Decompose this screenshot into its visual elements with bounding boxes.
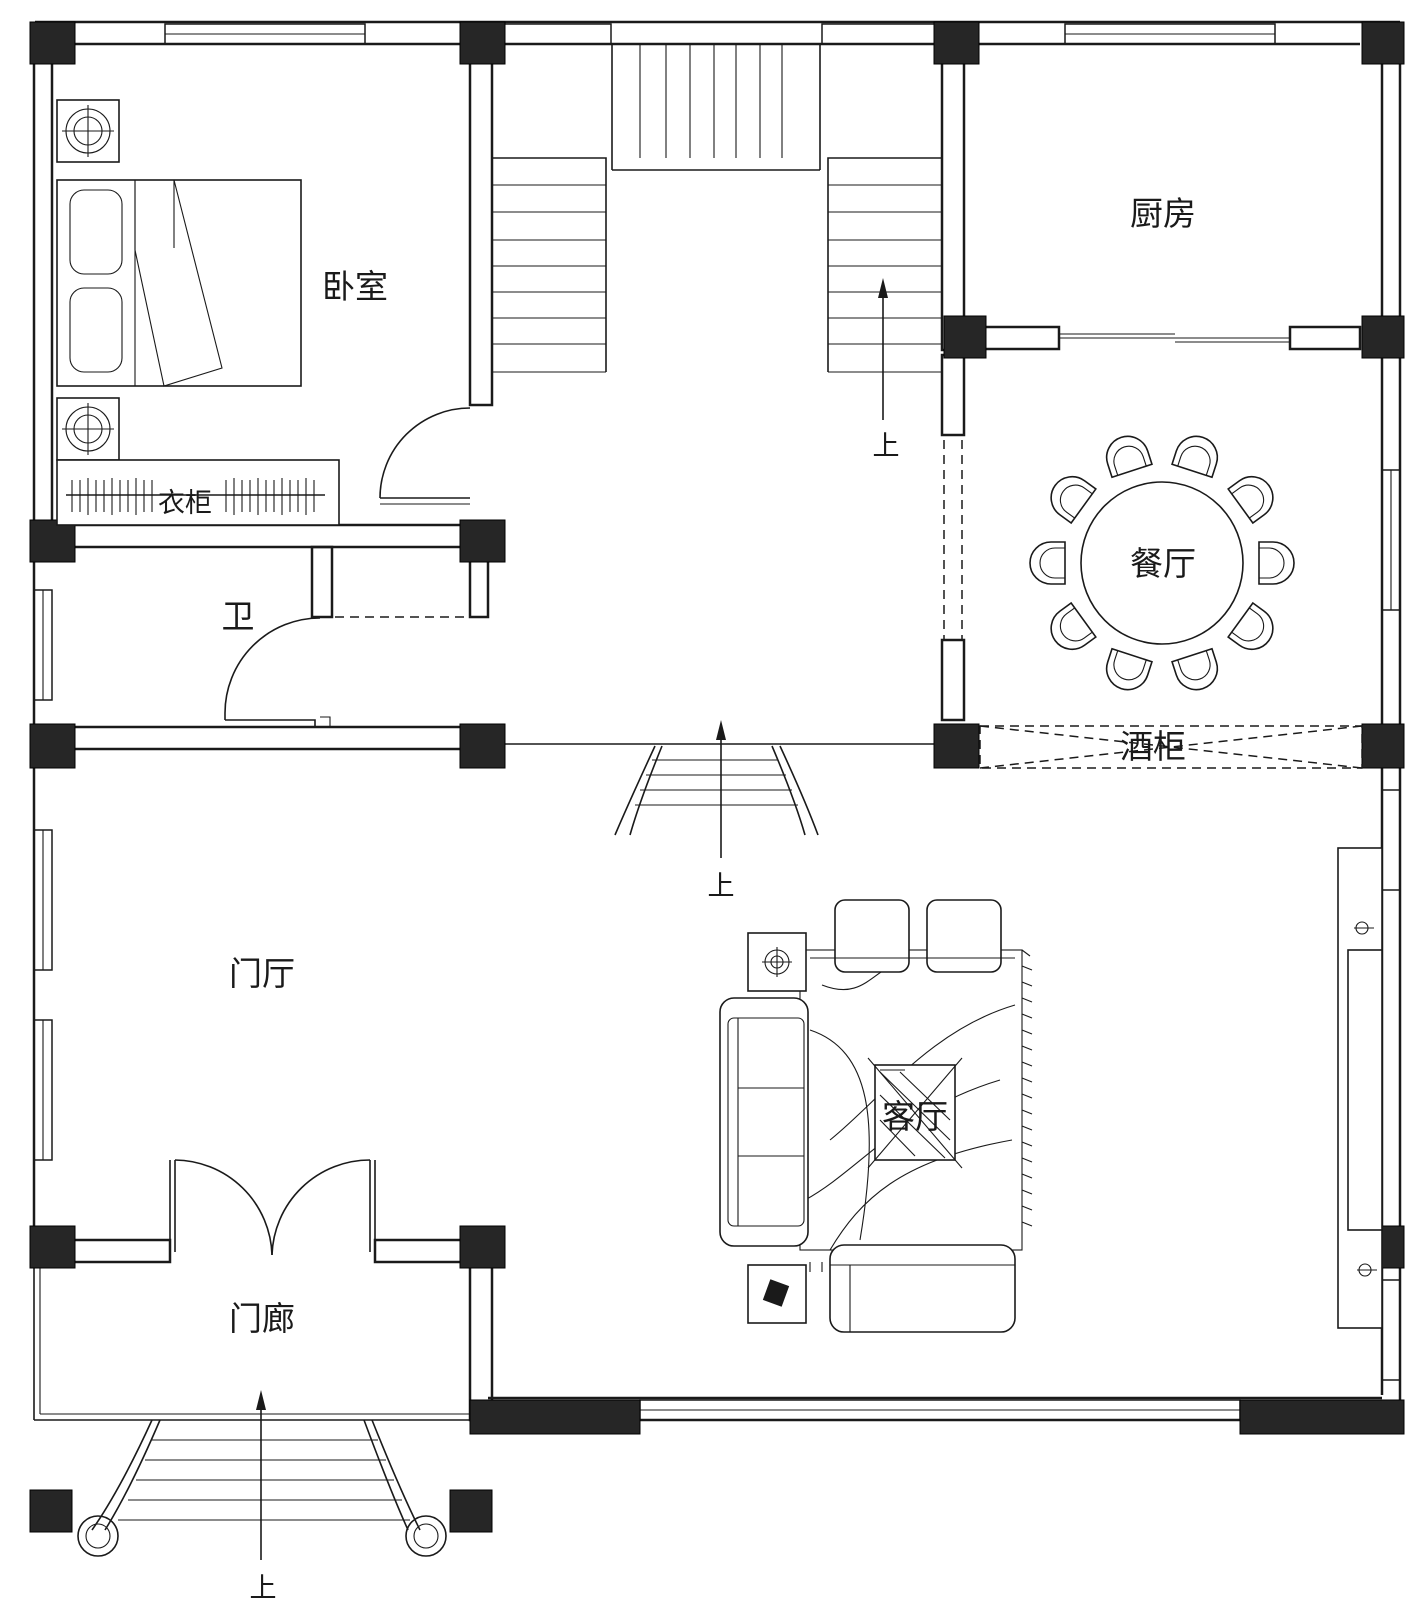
column — [943, 315, 987, 359]
window-living-right-2 — [1381, 1279, 1401, 1381]
loveseat — [829, 1244, 1016, 1333]
column — [933, 21, 980, 65]
armchair — [926, 899, 1002, 973]
dining-chair — [1227, 476, 1274, 525]
column — [1361, 21, 1405, 65]
label-main-stair-up: 上 — [873, 431, 900, 462]
column — [1361, 723, 1405, 769]
column — [459, 1225, 506, 1269]
round-dining-table — [1080, 481, 1244, 645]
label-entry-step-up: 上 — [250, 1573, 277, 1600]
label-bedroom: 卧室 — [322, 267, 388, 306]
column — [29, 1225, 76, 1269]
column — [1239, 1399, 1405, 1435]
armchair — [834, 899, 910, 973]
dining-chair — [1050, 601, 1097, 650]
column — [1361, 315, 1405, 359]
label-hall-step-up: 上 — [708, 871, 735, 902]
dining-chair — [1171, 647, 1219, 691]
label-living: 客厅 — [882, 1097, 948, 1136]
label-hall: 门厅 — [229, 954, 295, 993]
three-seat-sofa — [719, 997, 809, 1247]
bath-door — [224, 617, 331, 727]
label-wine-cabinet: 酒柜 — [1120, 727, 1186, 766]
label-bath: 卫 — [222, 597, 255, 636]
dining-chair — [1258, 541, 1295, 585]
dining-chairs — [1029, 435, 1295, 691]
column — [29, 21, 76, 65]
bath-door-swing — [224, 617, 321, 714]
column — [449, 1489, 493, 1533]
room-labels: 卧室 衣柜 卫 厨房 餐厅 酒柜 门厅 门廊 客厅 上 上 上 — [158, 194, 1196, 1600]
column — [459, 519, 506, 563]
dining-chair — [1105, 435, 1153, 479]
wine-cabinet — [979, 725, 1363, 769]
column — [469, 1399, 641, 1435]
column — [29, 1489, 73, 1533]
dining-furniture — [1029, 435, 1295, 691]
dashed-openings — [335, 333, 1290, 640]
dining-chair — [1029, 541, 1066, 585]
columns — [29, 21, 1405, 1533]
television — [1347, 949, 1383, 1231]
bedroom-furniture — [56, 99, 471, 526]
entry-double-door[interactable] — [169, 1159, 376, 1256]
dining-chair — [1050, 476, 1097, 525]
label-dining: 餐厅 — [1130, 544, 1196, 583]
window-living-right-1 — [1381, 789, 1401, 891]
phone-icon — [762, 1279, 790, 1307]
wardrobe-hangers — [71, 478, 315, 515]
column — [933, 723, 980, 769]
label-kitchen: 厨房 — [1130, 194, 1196, 233]
bath-door[interactable] — [225, 719, 316, 727]
column — [459, 21, 506, 65]
dining-chair — [1105, 647, 1153, 691]
dining-chair — [1171, 435, 1219, 479]
column — [459, 723, 506, 769]
column — [29, 519, 76, 563]
window-stair-top-right — [821, 23, 941, 45]
window-stair-top-left — [496, 23, 612, 45]
double-bed — [56, 179, 302, 387]
dining-chair — [1227, 601, 1274, 650]
label-wardrobe: 衣柜 — [158, 488, 212, 519]
label-porch: 门廊 — [229, 1299, 295, 1338]
column — [29, 723, 76, 769]
porch-steps — [77, 1390, 447, 1560]
bedroom-door-swing — [379, 407, 471, 499]
hall-step — [614, 720, 819, 858]
main-staircase — [492, 44, 942, 420]
living-furniture — [719, 847, 1383, 1333]
